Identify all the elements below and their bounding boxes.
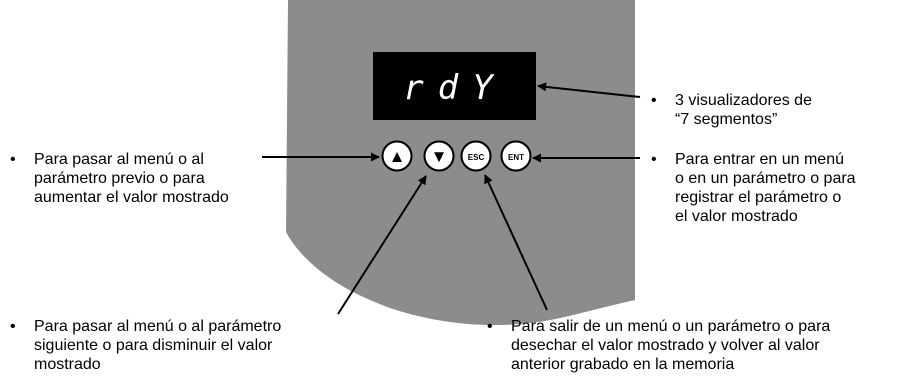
annotation-line: registrar el parámetro o [675,189,842,206]
annotation-line: aumentar el valor mostrado [34,189,229,206]
annotation-line: Para entrar en un menú [675,151,844,168]
annotation-line: anterior grabado en la memoria [511,356,735,373]
leader-esc [484,174,548,311]
annotation-line: desechar el valor mostrado y volver al v… [511,337,820,354]
annotation-line: “7 segmentos” [675,111,778,128]
down-button[interactable]: ▼ [423,140,455,172]
annotation-line: o en un parámetro o para [675,170,856,187]
seven-segment-display [373,52,536,120]
annotation-line: Para salir de un menú o un parámetro o p… [511,318,831,335]
keypad-panel [286,0,635,326]
bullet: • [487,318,493,335]
up-button[interactable]: ▲ [381,140,413,172]
leader-down [337,175,427,315]
up-arrow-icon: ▲ [389,147,406,166]
display-readout: rdY [403,68,506,108]
esc-button[interactable]: ESC [460,140,492,172]
ent-button[interactable]: ENT [500,140,532,172]
bullet: • [651,92,657,109]
ent-button-label: ENT [508,153,524,162]
annotation-line: Para pasar al menú o al [34,151,204,168]
leader-display [537,82,641,98]
esc-button-label: ESC [468,153,485,162]
annotation-line: 3 visualizadores de [675,92,812,109]
annotation-line: Para pasar al menú o al parámetro [34,318,282,335]
bullet: • [651,151,657,168]
down-arrow-icon: ▼ [431,147,448,166]
annotation-line: el valor mostrado [675,208,798,225]
annotation-line: mostrado [34,356,101,373]
annotation-line: parámetro previo o para [34,170,205,187]
bullet: • [10,318,16,335]
annotation-line: siguiente o para disminuir el valor [34,337,273,354]
bullet: • [10,151,16,168]
